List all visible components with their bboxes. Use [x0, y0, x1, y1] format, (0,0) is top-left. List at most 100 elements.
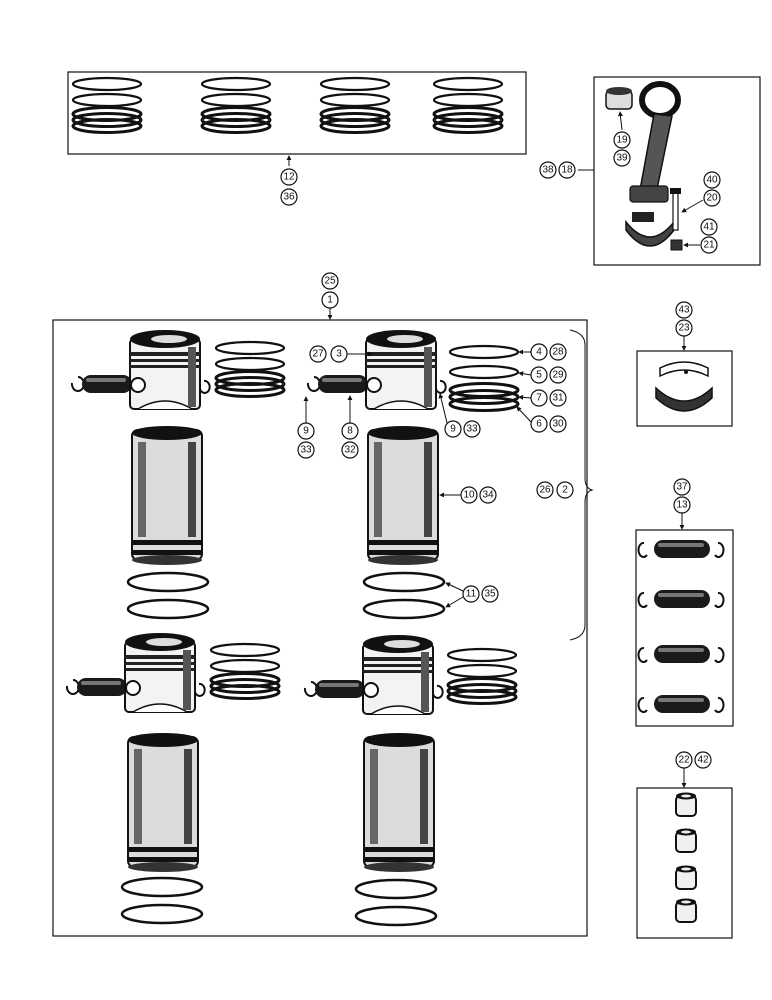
- svg-text:40: 40: [706, 175, 718, 186]
- piston-rings-2: [448, 344, 520, 412]
- sleeve-2: [367, 425, 439, 566]
- svg-text:4: 4: [536, 347, 542, 358]
- rod-nut: [670, 239, 683, 251]
- svg-text:22: 22: [678, 755, 690, 766]
- svg-text:2: 2: [562, 485, 568, 496]
- svg-text:38: 38: [542, 165, 554, 176]
- callout-3: 3: [330, 345, 348, 363]
- callout-34: 34: [479, 486, 497, 504]
- callout-38: 38: [539, 161, 557, 179]
- callout-27: 27: [309, 345, 327, 363]
- svg-text:32: 32: [344, 445, 356, 456]
- callout-12: 12: [280, 168, 298, 186]
- callout-33-right: 33: [463, 420, 481, 438]
- piston-rings-3: [209, 642, 281, 700]
- callout-7: 7: [530, 389, 548, 407]
- callout-13: 13: [673, 496, 691, 514]
- pin-1: [637, 539, 725, 559]
- callout-35: 35: [481, 585, 499, 603]
- callout-31: 31: [549, 389, 567, 407]
- svg-text:36: 36: [283, 192, 295, 203]
- svg-text:27: 27: [312, 349, 324, 360]
- ring-kit-box: [67, 71, 527, 155]
- svg-text:31: 31: [552, 393, 564, 404]
- svg-text:42: 42: [697, 755, 709, 766]
- callout-26: 26: [536, 481, 554, 499]
- rod-bushing: [605, 87, 633, 110]
- callout-42: 42: [694, 751, 712, 769]
- rod-bolt: [670, 188, 681, 231]
- callout-33-left: 33: [297, 441, 315, 459]
- pin-2: [637, 589, 725, 609]
- svg-text:23: 23: [678, 323, 690, 334]
- svg-text:34: 34: [482, 490, 494, 501]
- callout-4: 4: [530, 343, 548, 361]
- svg-text:33: 33: [466, 424, 478, 435]
- callout-19: 19: [613, 131, 631, 149]
- svg-text:18: 18: [561, 165, 573, 176]
- svg-text:30: 30: [552, 419, 564, 430]
- piston-set-3: [65, 632, 206, 713]
- piston-rings-1: [214, 340, 286, 398]
- svg-text:35: 35: [484, 589, 496, 600]
- seals-2: [362, 571, 446, 620]
- svg-text:5: 5: [536, 370, 542, 381]
- ring-set-3: [319, 76, 391, 134]
- svg-text:12: 12: [283, 172, 295, 183]
- svg-text:33: 33: [300, 445, 312, 456]
- svg-text:9: 9: [303, 426, 309, 437]
- callout-21: 21: [700, 236, 718, 254]
- connecting-rod: [629, 81, 681, 203]
- ring-set-4: [432, 76, 504, 134]
- callout-40: 40: [703, 171, 721, 189]
- seals-3: [120, 876, 204, 925]
- svg-text:11: 11: [466, 589, 477, 600]
- callout-37: 37: [673, 478, 691, 496]
- seals-4: [354, 878, 438, 927]
- rod-cap: [625, 212, 675, 247]
- connecting-rod-box: [593, 76, 761, 266]
- callout-39: 39: [613, 149, 631, 167]
- svg-text:7: 7: [536, 393, 542, 404]
- svg-text:10: 10: [463, 490, 475, 501]
- callout-25: 25: [321, 272, 339, 290]
- svg-text:28: 28: [552, 347, 564, 358]
- bushing-2: [675, 827, 697, 853]
- svg-text:41: 41: [703, 222, 715, 233]
- svg-text:8: 8: [347, 426, 353, 437]
- callout-36: 36: [280, 188, 298, 206]
- svg-text:20: 20: [706, 193, 718, 204]
- bushing-1: [675, 791, 697, 817]
- sleeve-4: [363, 732, 435, 873]
- piston-set-1: [70, 329, 211, 410]
- callout-8: 8: [341, 422, 359, 440]
- ring-set-2: [200, 76, 272, 134]
- callout-22: 22: [675, 751, 693, 769]
- callout-43: 43: [675, 301, 693, 319]
- svg-text:26: 26: [539, 485, 551, 496]
- ring-set-1: [71, 76, 143, 134]
- callout-41: 41: [700, 218, 718, 236]
- callout-1: 1: [321, 291, 339, 309]
- svg-text:9: 9: [450, 424, 456, 435]
- callout-11: 11: [462, 585, 480, 603]
- svg-text:1: 1: [327, 295, 333, 306]
- callout-9-right: 9: [444, 420, 462, 438]
- bracket: [569, 329, 594, 641]
- callout-32: 32: [341, 441, 359, 459]
- svg-text:37: 37: [676, 482, 688, 493]
- sleeve-kit-box: [52, 319, 588, 937]
- bearing-box: [636, 350, 733, 427]
- pin-3: [637, 644, 725, 664]
- callout-6: 6: [530, 415, 548, 433]
- piston-set-4: [303, 634, 444, 715]
- callout-5: 5: [530, 366, 548, 384]
- pin-kit-box: [635, 529, 734, 727]
- callout-20: 20: [703, 189, 721, 207]
- svg-text:29: 29: [552, 370, 564, 381]
- sleeve-3: [127, 732, 199, 873]
- callout-2: 2: [556, 481, 574, 499]
- svg-text:19: 19: [616, 135, 628, 146]
- svg-text:43: 43: [678, 305, 690, 316]
